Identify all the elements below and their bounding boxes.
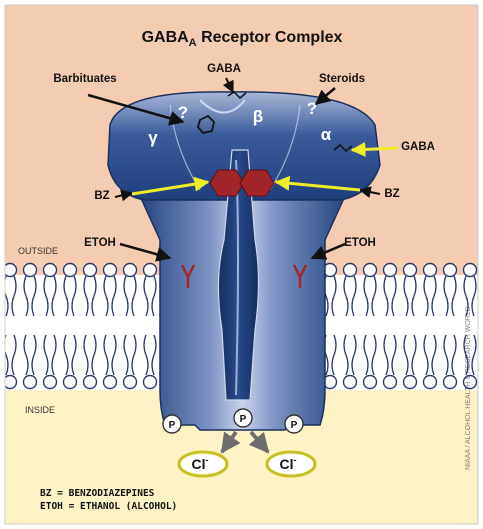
label-bz-left: BZ bbox=[94, 190, 109, 202]
unknown-site-right: ? bbox=[307, 99, 317, 118]
label-outside: OUTSIDE bbox=[18, 246, 58, 256]
unknown-site-left: ? bbox=[178, 103, 188, 122]
legend-line-1: BZ = BENZODIAZEPINES bbox=[40, 488, 155, 499]
label-steroids: Steroids bbox=[319, 73, 365, 85]
label-gaba-top: GABA bbox=[207, 63, 241, 75]
svg-text:P: P bbox=[291, 420, 298, 431]
chloride-ion-left: Cl- bbox=[179, 452, 227, 476]
label-bz-right: BZ bbox=[384, 188, 399, 200]
watermark-text: NIAAA / ALCOHOL HEALTH & RESEARCH WORLD bbox=[465, 306, 472, 470]
svg-text:P: P bbox=[240, 414, 247, 425]
arrow-gaba-alpha bbox=[352, 148, 398, 150]
gamma-subunit-label: γ bbox=[148, 128, 158, 147]
svg-text:P: P bbox=[169, 420, 176, 431]
lipid-bilayer-right bbox=[305, 262, 478, 392]
bz-site-right bbox=[240, 170, 274, 196]
label-etoh-left: ETOH bbox=[84, 237, 116, 249]
label-inside: INSIDE bbox=[25, 405, 55, 415]
label-etoh-right: ETOH bbox=[344, 237, 376, 249]
label-gaba-right: GABA bbox=[401, 141, 435, 153]
label-barbituates: Barbituates bbox=[53, 73, 116, 85]
legend-line-2: ETOH = ETHANOL (ALCOHOL) bbox=[40, 501, 177, 512]
phospho-site-center: P bbox=[234, 409, 252, 427]
phospho-site-left: P bbox=[163, 415, 181, 433]
chloride-ion-right: Cl- bbox=[267, 452, 315, 476]
beta-subunit-label: β bbox=[253, 107, 263, 126]
bz-site-left bbox=[210, 170, 244, 196]
alpha-subunit-label: α bbox=[321, 125, 332, 144]
phospho-site-right: P bbox=[285, 415, 303, 433]
